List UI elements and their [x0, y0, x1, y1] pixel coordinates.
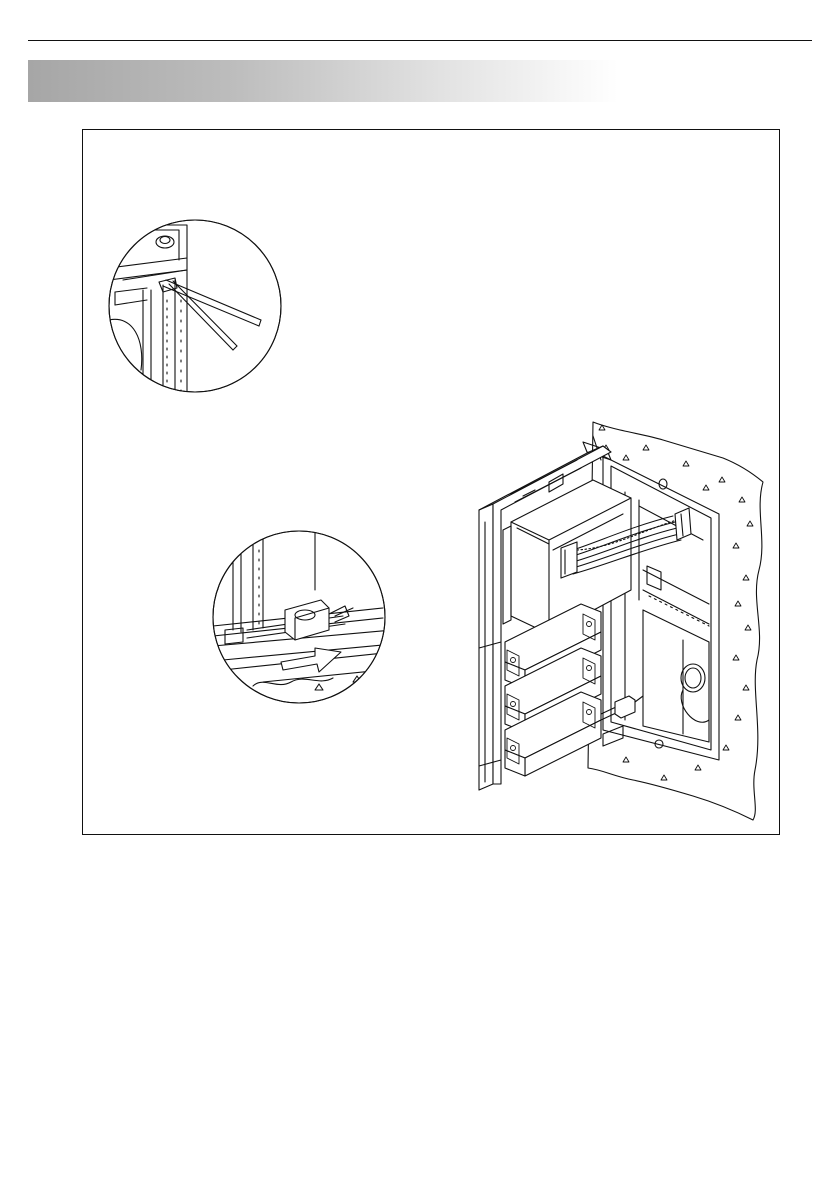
top-rule: [28, 40, 812, 41]
figure-frame: [82, 129, 780, 835]
allen-key-detail-illustration: [109, 220, 281, 392]
door-entry-panel-in-flush-box-illustration: [479, 422, 763, 820]
section-header-band: [28, 60, 618, 102]
cable-clip-insertion-illustration: [211, 530, 393, 703]
